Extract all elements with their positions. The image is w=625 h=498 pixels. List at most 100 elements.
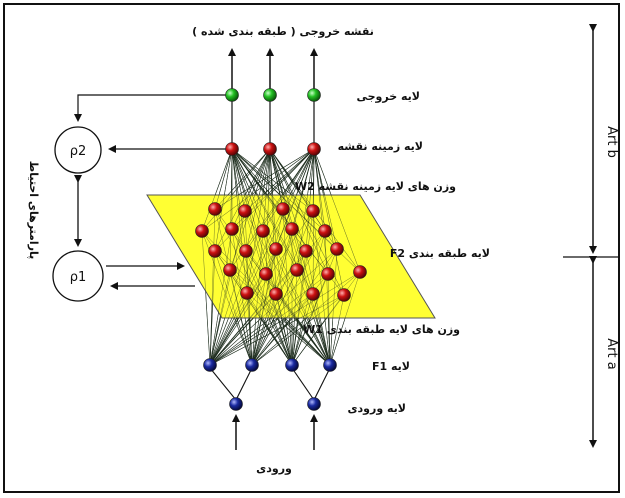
f1-node [203,358,217,372]
f2-node [318,224,332,238]
w2-line [231,148,264,232]
f2-label: F2 لایه طبقه بندی [390,247,490,260]
w2-line [305,148,315,252]
f1-node [323,358,337,372]
f2-node [269,242,283,256]
w1-line [251,294,345,366]
w1-line [209,210,246,366]
w1-line [209,269,298,366]
input-layer-label: لایه ورودی [347,402,406,415]
f2-node [269,287,283,301]
w1-line [291,210,314,366]
w1-line [229,269,293,366]
w2-label: W2 وزن های لایه زمینه نقشه [295,180,456,193]
w1-line [291,273,329,366]
w1-line [246,292,331,366]
f2-node [223,263,237,277]
w2-line [269,148,307,252]
w1-line [296,269,331,366]
w2-line [313,148,361,273]
art-a-label: Art a [604,338,619,369]
w2-line [269,148,314,212]
input-node [229,397,243,411]
w1-line [245,250,253,366]
w1-line [209,248,338,366]
f2-node [208,202,222,216]
f1-node [245,358,259,372]
rho1-label: ρ1 [70,270,87,285]
f2-node [306,287,320,301]
w1-line [251,230,264,366]
w1-line [251,293,314,366]
w2-line [214,148,233,210]
w1-line [209,273,267,366]
w2-line [214,148,233,252]
rho2-circle [54,126,102,174]
w2-line [244,148,315,212]
f2-node [276,202,290,216]
w2-line [262,148,315,232]
w2-line [262,148,271,232]
output-to-rho2-arrow [74,94,228,122]
output-map-label: نقشه خروجی ( طبقه بندی شده ) [192,25,374,38]
map-field-node [225,142,239,156]
f2-node [299,244,313,258]
output-node [225,88,239,102]
w1-line [209,250,247,366]
w1-line [209,250,216,366]
w1-line [251,293,277,366]
f2-node [290,263,304,277]
w1-line [329,248,338,366]
w1-line [245,250,331,366]
w1-line [265,273,293,366]
f2-node [330,242,344,256]
map-field-nodes [225,142,321,156]
f2-node [240,286,254,300]
w1-line [209,293,314,366]
f1-node [285,358,299,372]
w1-line [214,208,293,366]
w1-line [251,248,338,366]
f2-node [195,224,209,238]
w1-line [229,269,331,366]
w1-line [209,208,216,366]
output-node [263,88,277,102]
f1-label: F1 لایه [372,360,410,373]
w1-label: W1 وزن های لایه طبقه بندی [303,323,460,336]
f2-node [256,224,270,238]
f2-node [225,222,239,236]
w1-line [209,293,277,366]
w1-line [282,208,293,366]
f1-nodes [203,358,337,372]
w2-line [282,148,315,210]
w2-line [231,148,314,212]
vigilance-label: پارامترهای احتیاط [27,161,40,259]
f2-node [337,288,351,302]
w1-line [251,273,267,366]
w2-line [313,148,338,250]
w2-line [201,148,315,232]
w2-line [313,148,329,275]
input-node [307,397,321,411]
w1-line [209,228,233,366]
w1-line [251,208,284,366]
w1-line [251,271,361,366]
w2-line [214,148,315,210]
f2-node [208,244,222,258]
w2-line [269,148,277,250]
w1-line [251,230,326,366]
f2-node [306,204,320,218]
w1-line [209,294,345,366]
w2-line [231,148,298,271]
w1-line [327,273,331,366]
w2-line [269,148,277,295]
w1-line [209,250,307,366]
w1-line [251,269,298,366]
w1-line [209,269,231,366]
w1-connections-over-plane [201,208,361,366]
w2-line [244,148,271,212]
rho2-label: ρ2 [70,144,87,159]
w1-line [246,292,253,366]
w2-line [201,148,233,232]
